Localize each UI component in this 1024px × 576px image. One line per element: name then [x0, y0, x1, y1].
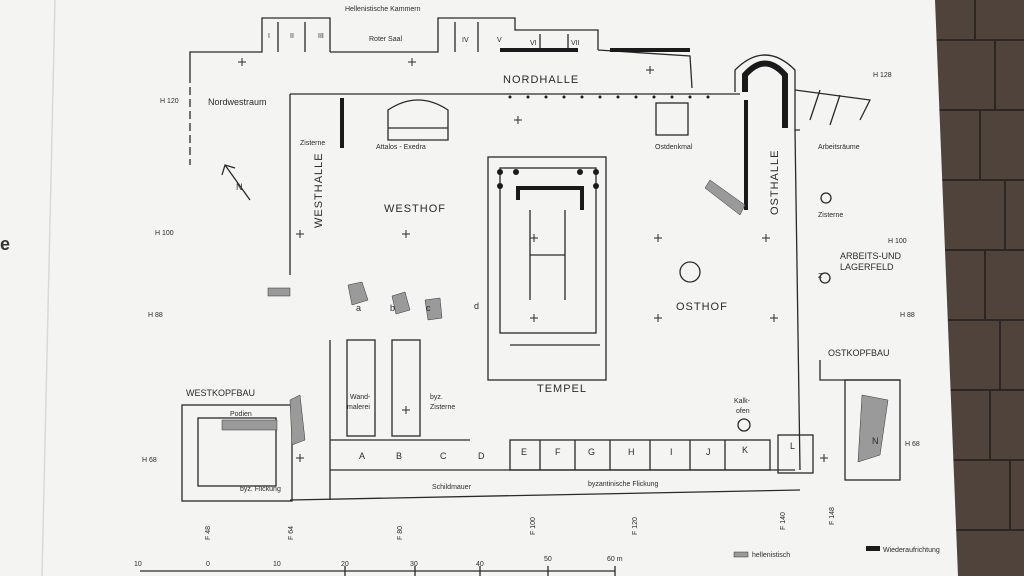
grid-f64: F 64	[288, 525, 295, 540]
label-nordwestraum: Nordwestraum	[208, 97, 267, 107]
north-arrow-label: N	[236, 182, 243, 192]
label-westhalle: WESTHALLE	[313, 152, 325, 228]
height-h68: H 68	[142, 457, 157, 464]
room-vi: VI	[530, 40, 537, 47]
bay-j: J	[706, 447, 711, 457]
grid-f48: F 48	[205, 525, 212, 540]
height-h128-east: H 128	[873, 72, 892, 79]
label-zisterne-west: Zisterne	[300, 140, 326, 147]
bay-f: F	[555, 447, 561, 457]
label-ostdenkmal: Ostdenkmal	[655, 144, 693, 151]
height-h100: H 100	[155, 230, 174, 237]
label-lagerfeld: LAGERFELD	[840, 262, 894, 272]
label-schildmauer: Schildmauer	[432, 484, 471, 491]
label-byz: byz.	[430, 394, 443, 401]
grid-f80: F 80	[397, 525, 404, 540]
cropped-side-text: e	[0, 234, 11, 254]
grid-f120: F 120	[632, 517, 639, 535]
grid-f140: F 140	[780, 512, 787, 530]
bay-g: G	[588, 447, 596, 457]
bay-h: H	[628, 447, 635, 457]
label-nordhalle: NORDHALLE	[503, 74, 580, 86]
scale-50: 50	[544, 556, 552, 563]
bay-k: K	[742, 445, 749, 455]
bay-d: D	[478, 451, 485, 461]
label-podien: Podien	[230, 411, 252, 418]
niche-a: a	[356, 303, 362, 313]
label-ofen: ofen	[736, 408, 750, 415]
height-h68-east: H 68	[905, 441, 920, 448]
label-westkopfbau: WESTKOPFBAU	[186, 388, 256, 398]
scale-60m: 60 m	[607, 556, 623, 563]
bay-a: A	[359, 451, 366, 461]
niche-b: b	[390, 303, 396, 313]
grid-f100: F 100	[530, 517, 537, 535]
legend-wiederaufrichtung: Wiederaufrichtung	[883, 547, 940, 554]
bay-e: E	[521, 447, 528, 457]
bay-n: N	[872, 436, 879, 446]
label-tempel: TEMPEL	[537, 383, 588, 395]
label-wand: Wand-	[350, 394, 371, 401]
height-h120: H 120	[160, 98, 179, 105]
legend-hellenistisch: hellenistisch	[752, 552, 791, 559]
scale-20: 20	[341, 561, 349, 568]
room-i: I	[268, 33, 270, 40]
niche-c: c	[426, 303, 431, 313]
scale-0: 0	[206, 561, 210, 568]
label-malerei: malerei	[347, 404, 370, 411]
room-ii: II	[290, 33, 294, 40]
label-osthof: OSTHOF	[676, 301, 728, 313]
scale-10-left: 10	[134, 561, 142, 568]
label-zisterne-byz: Zisterne	[430, 404, 456, 411]
label-osthalle: OSTHALLE	[769, 149, 781, 215]
label-arbeits-und: ARBEITS-UND	[840, 251, 902, 261]
label-ostkopfbau: OSTKOPFBAU	[828, 348, 890, 358]
niche-d: d	[474, 301, 480, 311]
bay-l: L	[790, 441, 796, 451]
bay-c: C	[440, 451, 447, 461]
label-hellenistische-kammern: Hellenistische Kammern	[345, 6, 421, 13]
label-attalos-exedra: Attalos - Exedra	[376, 144, 426, 151]
label-byzantinische-flickung: byzantinische Flickung	[588, 481, 659, 488]
scale-30: 30	[410, 561, 418, 568]
room-iv: IV	[462, 37, 469, 44]
bay-i: I	[670, 447, 673, 457]
label-byz-flickung: byz. Flickung	[240, 486, 281, 493]
label-zisterne-east: Zisterne	[818, 212, 844, 219]
height-h88: H 88	[148, 312, 163, 319]
height-h88-east: H 88	[900, 312, 915, 319]
grid-f148: F 148	[829, 507, 836, 525]
scale-10: 10	[273, 561, 281, 568]
zisterne-marker: Z	[818, 273, 823, 280]
room-v: V	[497, 37, 502, 44]
room-vii: VII	[571, 40, 580, 47]
bay-b: B	[396, 451, 403, 461]
label-westhof: WESTHOF	[384, 203, 446, 215]
label-arbeitsraeume: Arbeitsräume	[818, 144, 860, 151]
label-roter-saal: Roter Saal	[369, 36, 403, 43]
label-kalk: Kalk-	[734, 398, 750, 405]
height-h100-east: H 100	[888, 238, 907, 245]
scale-40: 40	[476, 561, 484, 568]
room-iii: III	[318, 33, 324, 40]
